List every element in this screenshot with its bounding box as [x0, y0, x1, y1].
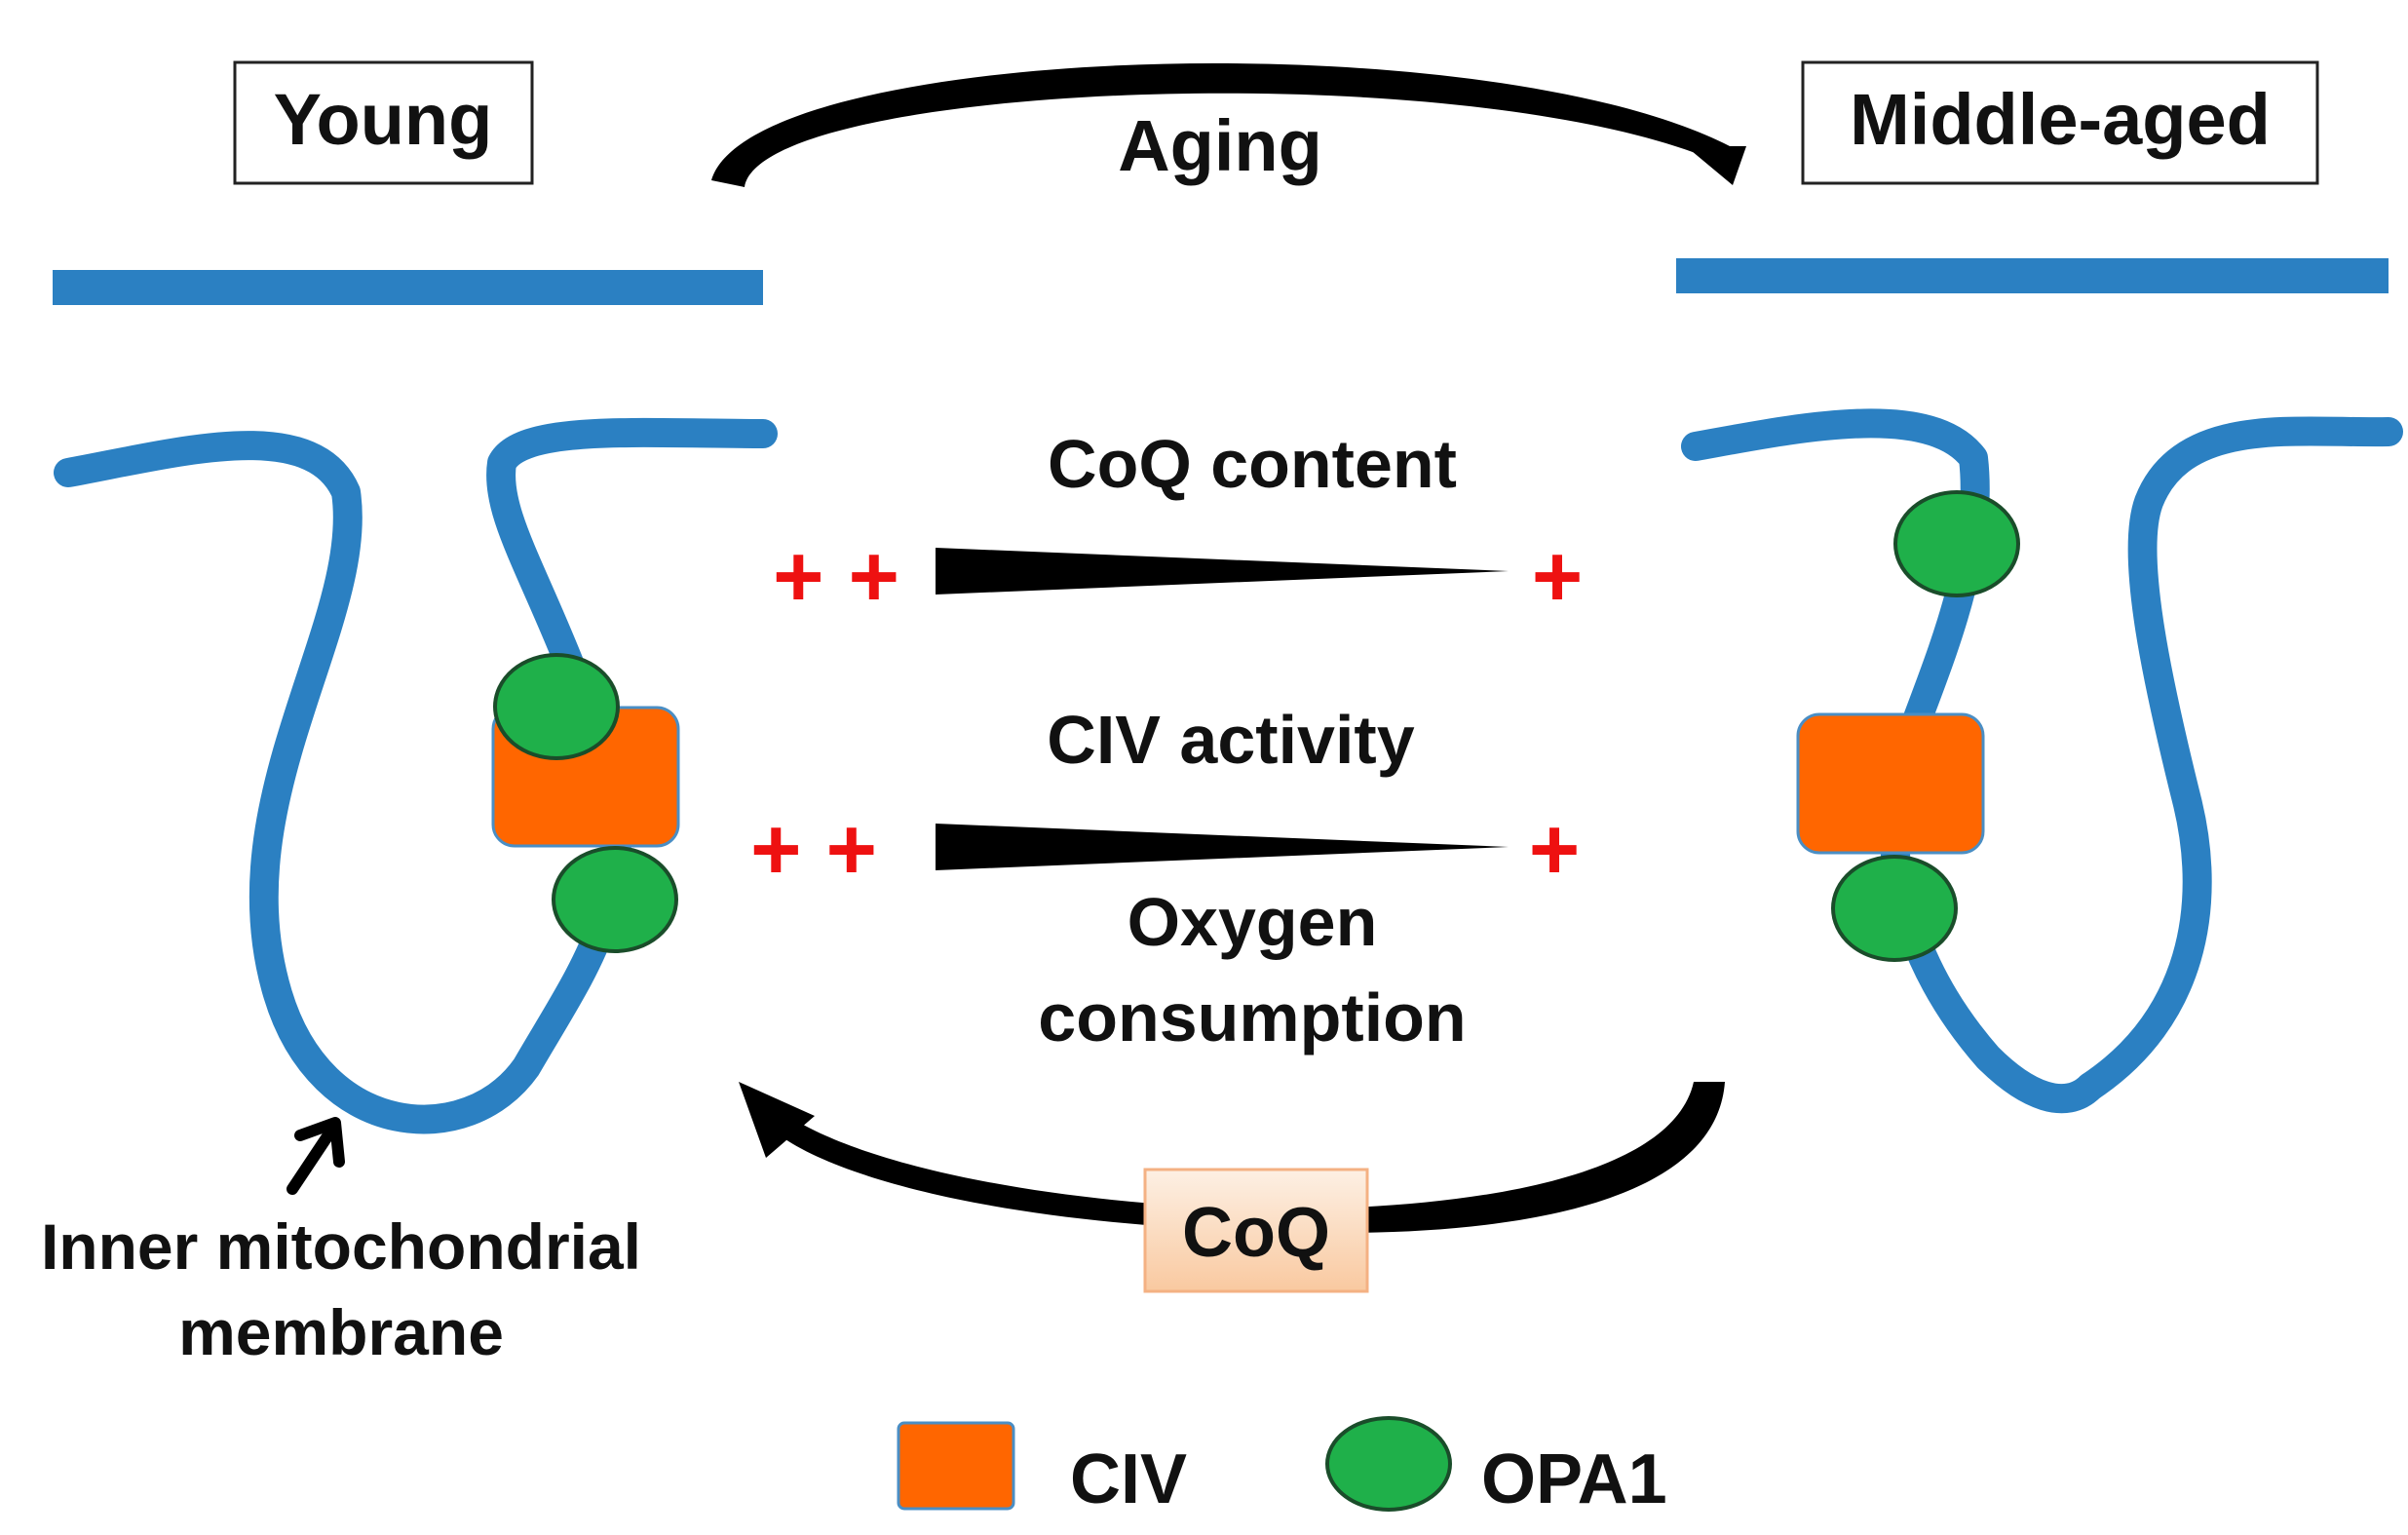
oxygen-label-line2: consumption	[1038, 979, 1466, 1055]
legend-opa1-swatch	[1325, 1416, 1452, 1512]
middle-aged-opa1-lower	[1831, 855, 1958, 962]
middle-aged-box: Middle-aged	[1801, 60, 2319, 185]
coq-reversal-arrow	[739, 1082, 1725, 1234]
oxygen-label-line1: Oxygen	[1128, 884, 1378, 960]
imm-label-line2: membrane	[178, 1296, 504, 1368]
young-inner-membrane	[54, 417, 778, 1134]
middle-aged-opa1-upper	[1893, 490, 2020, 597]
civ-activity-decrease-wedge	[936, 824, 1509, 870]
aging-label: Aging	[1118, 105, 1322, 186]
coq-content-decrease-wedge	[936, 548, 1509, 595]
young-box: Young	[233, 60, 534, 185]
middle-aged-civ-complex	[1796, 712, 1985, 855]
young-label: Young	[274, 79, 493, 160]
coq-treatment-box: CoQ	[1143, 1168, 1369, 1293]
aging-arrowhead	[1686, 146, 1746, 185]
imm-pointer-arrow	[287, 1117, 345, 1195]
middle-aged-label: Middle-aged	[1850, 79, 2271, 160]
legend-civ-swatch	[897, 1421, 1015, 1511]
civ-activity-high-indicator: + +	[750, 801, 877, 899]
coq-content-label: CoQ content	[1048, 426, 1457, 502]
middle-aged-right-membrane	[2076, 416, 2403, 1101]
legend-civ-label: CIV	[1070, 1440, 1187, 1518]
young-opa1-lower	[552, 846, 678, 953]
civ-activity-low-indicator: +	[1529, 801, 1581, 899]
young-opa1-upper	[493, 653, 620, 760]
civ-activity-label: CIV activity	[1047, 702, 1414, 778]
coq-reversal-arrowhead	[739, 1082, 815, 1158]
coq-content-low-indicator: +	[1532, 528, 1584, 626]
aging-arrow	[711, 63, 1746, 187]
legend-opa1-label: OPA1	[1481, 1440, 1667, 1518]
coq-treatment-label: CoQ	[1182, 1194, 1330, 1272]
imm-label-line1: Inner mitochondrial	[41, 1210, 641, 1283]
legend: CIV OPA1	[897, 1416, 1667, 1518]
coq-content-high-indicator: + +	[773, 528, 899, 626]
